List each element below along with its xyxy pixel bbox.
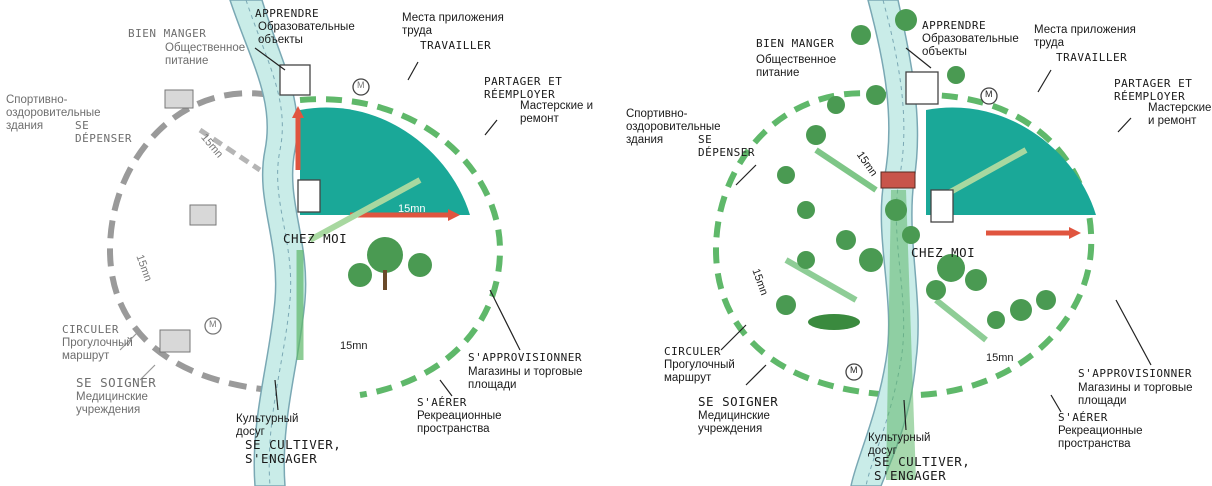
metro-icon	[980, 87, 998, 105]
home-building	[297, 179, 321, 213]
illustration-before	[106, 0, 521, 486]
label-sapprovisionner: S'APPROVISIONNER	[468, 351, 582, 364]
time-label: 15mn	[986, 352, 1014, 364]
metro-label: M	[357, 80, 365, 90]
illustration-after	[712, 0, 1152, 486]
neighborhood-ring	[106, 90, 271, 393]
label-travailler: TRAVAILLER	[1056, 51, 1128, 64]
label-circuler: CIRCULER	[664, 345, 721, 358]
label-saerer: S'AÉRER	[417, 396, 467, 409]
metro-label: M	[985, 89, 993, 99]
label-masterskie: Мастерские и ремонт	[1148, 102, 1212, 128]
metro-icon	[204, 317, 222, 335]
label-se-cultiver: SE CULTIVER, S'ENGAGER	[874, 454, 971, 484]
green-ring	[299, 96, 504, 398]
market-stall	[880, 171, 916, 189]
label-mesta: Места приложения труда	[1034, 24, 1136, 50]
label-rekreacionnye: Рекреационные пространства	[1058, 425, 1143, 451]
label-bien-manger: BIEN MANGER	[128, 27, 207, 40]
label-obshchestvennoe: Общественное питание	[165, 42, 246, 68]
label-medicinskie: Медицинские учреждения	[76, 391, 148, 417]
label-partager: PARTAGER ET RÉEMPLOYER	[1114, 77, 1193, 103]
label-sportivno: Спортивно- оздоровительные здания	[626, 108, 721, 147]
teal-sector	[300, 107, 470, 215]
label-masterskie: Мастерские и ремонт	[520, 100, 594, 126]
label-saerer: S'AÉRER	[1058, 411, 1108, 424]
label-progulochny: Прогулочный маршрут	[664, 359, 735, 385]
label-se-depenser: SE DÉPENSER	[75, 119, 132, 145]
label-se-soigner: SE SOIGNER	[698, 394, 779, 409]
label-se-depenser: SE DÉPENSER	[698, 133, 755, 159]
river	[229, 0, 307, 486]
label-chez-moi: CHEZ MOI	[911, 245, 976, 260]
label-medicinskie: Медицинские учреждения	[698, 410, 770, 436]
time-label: 15mn	[1036, 221, 1064, 233]
label-magaziny: Магазины и торговые площади	[468, 366, 583, 392]
label-obrazovatelnye: Образовательные объекты	[922, 33, 1019, 59]
label-sportivno: Спортивно- оздоровительные здания	[6, 94, 101, 133]
metro-icon	[845, 363, 863, 381]
label-partager: PARTAGER ET RÉEMPLOYER	[484, 75, 563, 101]
label-obshchestvennoe: Общественное питание	[756, 54, 837, 80]
label-kulturny: Культурный досуг	[236, 413, 299, 439]
label-progulochny: Прогулочный маршрут	[62, 337, 133, 363]
school-building	[279, 64, 311, 96]
home-building	[930, 189, 954, 223]
metro-icon	[352, 78, 370, 96]
label-se-cultiver: SE CULTIVER, S'ENGAGER	[245, 437, 342, 467]
label-circuler: CIRCULER	[62, 323, 119, 336]
time-label: 15mn	[398, 203, 426, 215]
label-obrazovatelnye: Образовательные объекты	[258, 21, 355, 47]
label-rekreacionnye: Рекреационные пространства	[417, 410, 502, 436]
label-apprendre: APPRENDRE	[922, 19, 987, 32]
label-se-soigner: SE SOIGNER	[76, 375, 157, 390]
label-travailler: TRAVAILLER	[420, 39, 492, 52]
panel-after: BIEN MANGER Общественное питание Спортив…	[606, 0, 1212, 486]
panel-before: BIEN MANGER Общественное питание Спортив…	[6, 0, 594, 486]
metro-label: M	[850, 365, 858, 375]
school-building	[905, 71, 939, 105]
metro-label: M	[209, 319, 217, 329]
label-magaziny: Магазины и торговые площади	[1078, 382, 1193, 408]
label-apprendre: APPRENDRE	[255, 7, 320, 20]
label-bien-manger: BIEN MANGER	[756, 37, 835, 50]
label-sapprovisionner: S'APPROVISIONNER	[1078, 367, 1192, 380]
time-label: 15mn	[340, 340, 368, 352]
label-mesta: Места приложения труда	[402, 12, 504, 38]
label-kulturny: Культурный досуг	[868, 432, 931, 458]
label-chez-moi: CHEZ MOI	[283, 231, 348, 246]
